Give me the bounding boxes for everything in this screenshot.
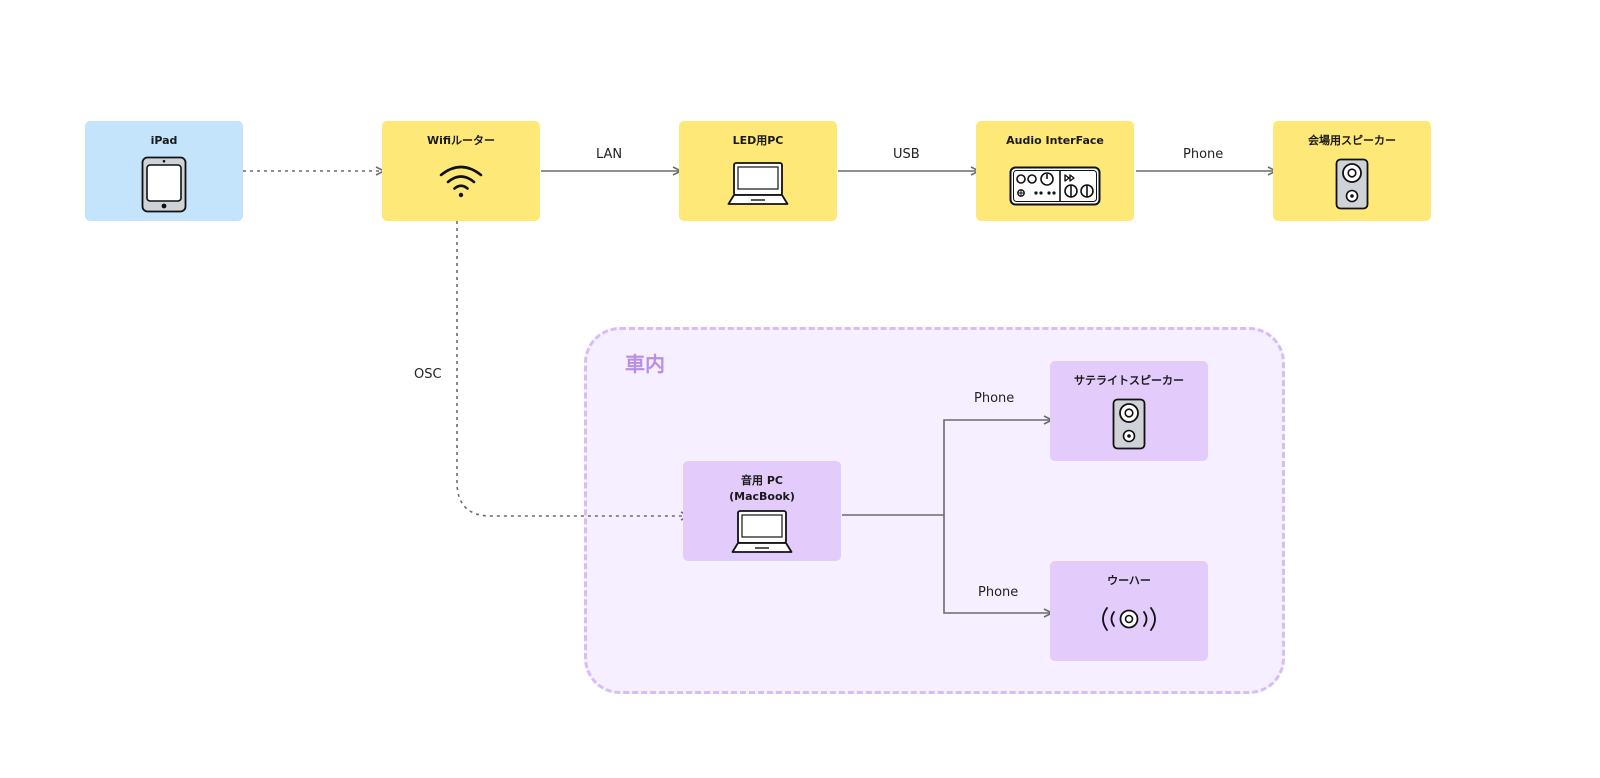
edge-label-osc: OSC <box>414 367 442 382</box>
node-title-line2: (MacBook) <box>729 490 795 503</box>
node-title-line1: 音用 PC <box>741 474 783 487</box>
node-title: 音用 PC (MacBook) <box>683 473 841 505</box>
laptop-icon <box>727 162 789 205</box>
node-title: ウーハー <box>1107 574 1151 587</box>
edge-sound-pc-satellite <box>842 420 1052 516</box>
region-label: 車内 <box>625 352 665 376</box>
node-title: iPad <box>150 134 178 147</box>
edge-sound-pc-woofer <box>943 515 1052 613</box>
audio-interface-icon <box>1009 166 1101 206</box>
edge-label-phone-venue: Phone <box>1183 147 1224 162</box>
node-title: LED用PC <box>732 134 784 147</box>
node-title: Audio InterFace <box>1006 134 1104 147</box>
node-audio-interface: Audio InterFace <box>976 121 1134 221</box>
edge-label-lan: LAN <box>596 147 623 162</box>
edge-label-usb: USB <box>893 147 920 162</box>
speaker-icon <box>1335 158 1369 210</box>
speaker-icon <box>1112 398 1146 450</box>
node-ipad: iPad <box>85 121 243 221</box>
wifi-icon <box>439 165 483 198</box>
node-title: 会場用スピーカー <box>1308 134 1396 147</box>
node-led-pc: LED用PC <box>679 121 837 221</box>
node-title: サテライトスピーカー <box>1074 374 1184 387</box>
edge-label-phone-satellite: Phone <box>974 391 1015 406</box>
edge-label-phone-woofer: Phone <box>978 585 1019 600</box>
node-title: Wifiルーター <box>426 134 496 147</box>
laptop-icon <box>731 510 793 553</box>
node-wifi-router: Wifiルーター <box>382 121 540 221</box>
node-woofer: ウーハー <box>1050 561 1208 661</box>
node-venue-speaker: 会場用スピーカー <box>1273 121 1431 221</box>
tablet-icon <box>141 156 187 213</box>
woofer-icon <box>1102 607 1156 631</box>
node-sound-pc: 音用 PC (MacBook) <box>683 461 841 561</box>
edge-router-sound-pc <box>456 221 689 516</box>
node-satellite-speaker: サテライトスピーカー <box>1050 361 1208 461</box>
